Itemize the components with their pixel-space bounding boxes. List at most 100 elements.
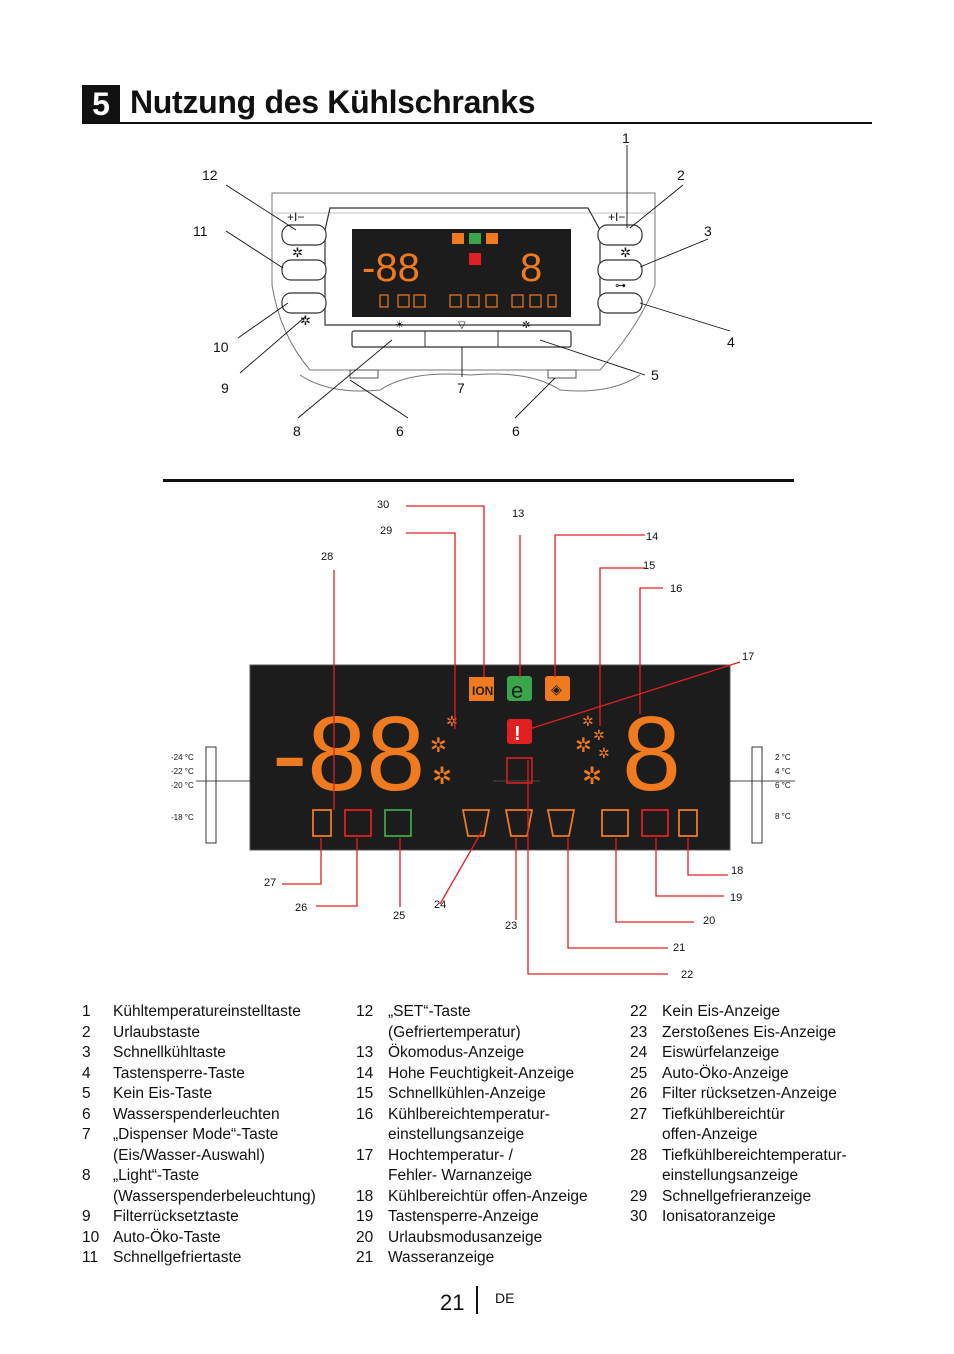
legend-number: 12 — [356, 1003, 374, 1020]
legend-item: 7„Dispenser Mode“-Taste — [82, 1125, 342, 1146]
cool-temp-button[interactable] — [597, 224, 643, 246]
freezer-door-indicator — [312, 809, 332, 837]
key-lock-button[interactable] — [597, 292, 643, 314]
legend-text: (Eis/Wasser-Auswahl) — [113, 1146, 265, 1164]
svg-text:+I−: +I− — [608, 210, 625, 224]
legend-text: Ionisatoranzeige — [662, 1208, 776, 1225]
legend-text: Urlaubsmodusanzeige — [388, 1228, 543, 1246]
legend-text: einstellungsanzeige — [388, 1126, 525, 1143]
legend-number: 27 — [630, 1105, 648, 1123]
eco-label: e — [511, 678, 523, 703]
alert-indicator — [507, 719, 532, 744]
legend-number: 16 — [356, 1105, 374, 1123]
legend-number: 23 — [630, 1023, 648, 1041]
display-diagram: -88 8 ION e ◈ ! ✲✲✲ ✲✲✲ ✲✲ — [196, 505, 795, 975]
callout-11: 11 — [193, 223, 208, 239]
callout-8: 8 — [293, 423, 301, 439]
scale-left-4: -18 °C — [171, 813, 194, 822]
legend-item: einstellungsanzeige — [356, 1125, 616, 1146]
auto-eco-indicator — [384, 809, 412, 837]
set-button[interactable] — [281, 224, 327, 246]
legend-number: 9 — [82, 1208, 91, 1225]
callout-21: 21 — [673, 942, 686, 954]
fridge-scale — [751, 746, 763, 844]
fridge-digits: 8 — [622, 695, 681, 813]
callout-13: 13 — [512, 508, 525, 520]
legend-number: 29 — [630, 1187, 648, 1205]
legend-number: 21 — [356, 1249, 374, 1266]
legend-text: Schnellkühltaste — [113, 1044, 226, 1061]
scale-right-3: 6 °C — [775, 781, 791, 790]
legend-text: Urlaubstaste — [113, 1023, 201, 1041]
legend-text: einstellungsanzeige — [662, 1167, 799, 1184]
svg-text:✲: ✲ — [292, 245, 303, 260]
legend-item: 8„Light“-Taste — [82, 1166, 342, 1187]
quick-cool-button[interactable] — [597, 259, 643, 281]
mini-digits-left: -88 — [362, 246, 420, 290]
callout-12: 12 — [202, 167, 218, 183]
callout-6-left: 6 — [396, 423, 404, 439]
legend-number — [630, 1166, 662, 1187]
page-language: DE — [495, 1290, 515, 1306]
dispenser-buttons[interactable] — [351, 330, 572, 348]
legend-number: 1 — [82, 1003, 91, 1020]
callout-22: 22 — [681, 969, 694, 981]
auto-eco-button[interactable] — [281, 292, 327, 314]
legend-text: (Gefriertemperatur) — [388, 1023, 521, 1041]
legend-text: Auto-Öko-Taste — [113, 1228, 221, 1246]
svg-text:✲: ✲ — [575, 735, 592, 757]
water-indicator — [546, 809, 576, 837]
alert-label: ! — [514, 723, 521, 745]
legend-number: 7 — [82, 1126, 91, 1143]
control-panel-diagram: -88 8 +I− +I− ✲ ✲ ✲ ⊶ ☀ ▽ ✲ — [225, 145, 731, 419]
legend-text: Filter rücksetzen-Anzeige — [662, 1085, 837, 1102]
legend-number — [82, 1187, 113, 1208]
legend-text: Kein Eis-Anzeige — [662, 1003, 781, 1020]
quick-freeze-button[interactable] — [281, 259, 327, 281]
freezer-scale — [205, 746, 217, 844]
svg-text:+I−: +I− — [287, 210, 304, 224]
svg-text:✲: ✲ — [598, 745, 610, 761]
svg-text:✲: ✲ — [300, 313, 311, 328]
no-ice-indicator — [506, 757, 533, 784]
callout-14: 14 — [646, 531, 659, 543]
legend-number: 13 — [356, 1044, 374, 1061]
legend-number — [356, 1023, 388, 1044]
fridge-door-indicator — [678, 809, 698, 837]
humidity-indicator — [545, 676, 570, 701]
legend-number — [356, 1125, 388, 1146]
legend-text: (Wasserspenderbeleuchtung) — [113, 1187, 316, 1205]
svg-text:✲: ✲ — [522, 320, 530, 331]
callout-3: 3 — [704, 223, 712, 239]
svg-text:✲: ✲ — [582, 713, 594, 729]
legend-number — [630, 1125, 662, 1146]
legend-text: Tastensperre-Anzeige — [388, 1208, 539, 1225]
legend-text: „Light“-Taste — [113, 1167, 200, 1184]
callout-27: 27 — [264, 877, 277, 889]
legend-number: 3 — [82, 1044, 91, 1061]
legend-text: Hochtemperatur- / — [388, 1146, 513, 1164]
page-number: 21 — [440, 1290, 465, 1315]
callout-30: 30 — [377, 499, 390, 511]
holiday-indicator — [601, 809, 629, 837]
svg-text:✲: ✲ — [620, 245, 631, 260]
legend-number: 25 — [630, 1064, 648, 1082]
legend-text: Tiefkühlbereichtemperatur- — [662, 1146, 847, 1164]
